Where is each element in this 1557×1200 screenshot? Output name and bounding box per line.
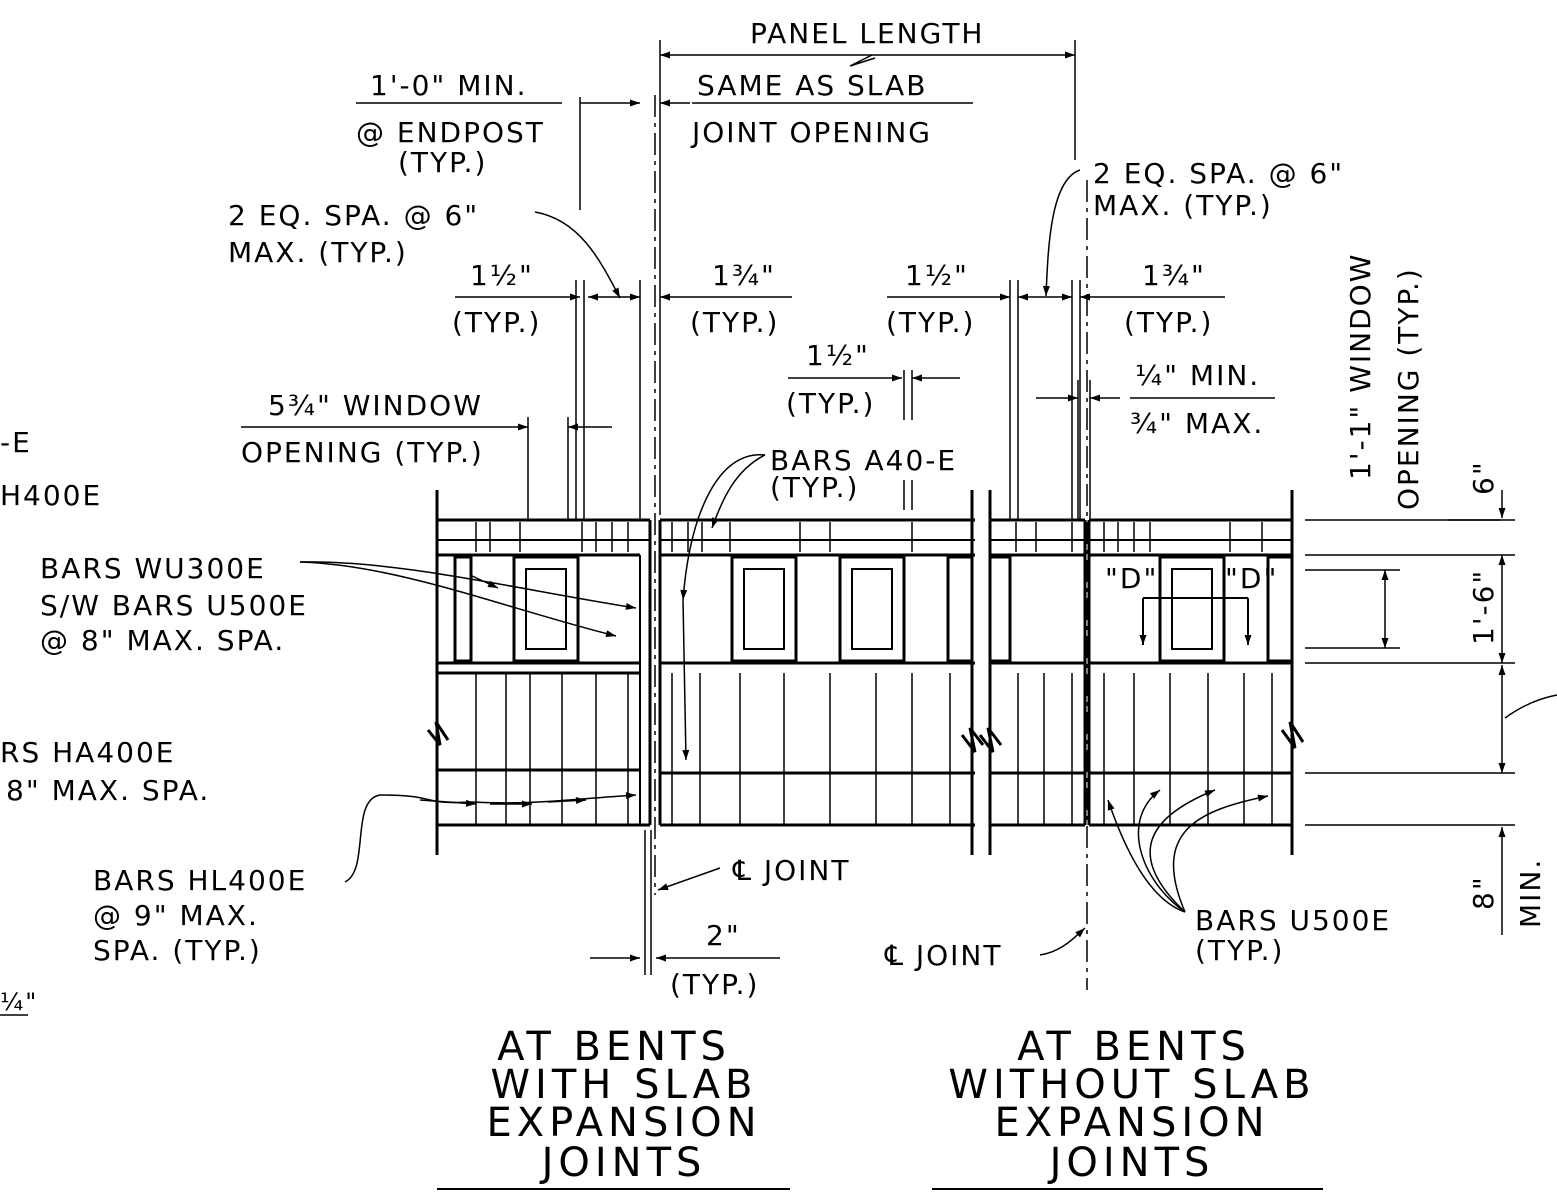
panel-length-dimension	[356, 40, 1076, 515]
title-right-line-3: EXPANSION	[994, 1100, 1269, 1146]
opening-typ-label: OPENING (TYP.)	[241, 436, 484, 469]
at-endpost-label: @ ENDPOST	[356, 116, 545, 149]
window-height-label: 1'-1" WINDOW	[1344, 253, 1377, 480]
one-half-1-label: 1½"	[470, 259, 534, 292]
two-in-typ-label: (TYP.)	[670, 968, 759, 1001]
break-lines	[426, 721, 1305, 753]
title-right-line-2: WITHOUT SLAB	[948, 1062, 1315, 1108]
max-typ-right-label: MAX. (TYP.)	[1093, 189, 1273, 222]
spa-typ-label: SPA. (TYP.)	[93, 934, 262, 967]
typ-4-label: (TYP.)	[1124, 306, 1213, 339]
bars-wu300e-label: BARS WU300E	[40, 552, 266, 585]
left-e-label: -E	[0, 426, 32, 459]
title-left-line-2: WITH SLAB	[491, 1062, 758, 1108]
section-d-markers	[1139, 597, 1252, 645]
title-left-line-1: AT BENTS	[497, 1024, 731, 1070]
title-left-line-4: JOINTS	[539, 1140, 707, 1186]
bars-u500e-typ-label: (TYP.)	[1195, 934, 1284, 967]
window-width-label: 5¾" WINDOW	[268, 389, 483, 422]
bar-spacing-dimensions	[241, 280, 1275, 962]
bars-ha400e-label: RS HA400E	[0, 736, 175, 769]
leader-lines	[299, 169, 1269, 956]
one-half-2-label: 1½"	[905, 259, 969, 292]
max-typ-left-label: MAX. (TYP.)	[228, 236, 408, 269]
three-quarter-2-label: 1¾"	[1142, 259, 1206, 292]
joint-opening-label: JOINT OPENING	[690, 116, 932, 149]
window-height-opening-label: OPENING (TYP.)	[1392, 267, 1425, 510]
three-quarter-1-label: 1¾"	[712, 259, 776, 292]
title-right: AT BENTS WITHOUT SLAB EXPANSION JOINTS	[948, 1024, 1315, 1186]
rail-panel-middle	[658, 490, 992, 855]
quarter-min-label: ¼" MIN.	[1135, 359, 1260, 392]
typ-2-label: (TYP.)	[690, 306, 779, 339]
cl-joint-right-label: ℄ JOINT	[884, 939, 1002, 972]
sw-bars-u500e-label: S/W BARS U500E	[40, 589, 308, 622]
typ-1-label: (TYP.)	[452, 306, 541, 339]
rail-panel-left	[435, 490, 652, 855]
panel-length-label: PANEL LENGTH	[750, 17, 984, 50]
same-as-slab-label: SAME AS SLAB	[697, 69, 927, 102]
left-frac-label: ¼"	[0, 988, 38, 1016]
two-eq-spa-left-label: 2 EQ. SPA. @ 6"	[228, 199, 479, 232]
bars-hl400e-label: BARS HL400E	[93, 864, 307, 897]
bars-a40e-typ-label: (TYP.)	[770, 471, 859, 504]
vertical-bars	[475, 522, 1273, 825]
window-openings	[453, 555, 1294, 663]
two-in-label: 2"	[706, 919, 741, 952]
right-dimensions	[1305, 490, 1557, 935]
bars-a40e-label: BARS A40-E	[770, 444, 957, 477]
title-left-line-3: EXPANSION	[486, 1100, 761, 1146]
cl-joint-left-label: ℄ JOINT	[732, 854, 850, 887]
one-foot-min-label: 1'-0" MIN.	[370, 69, 527, 102]
bars-u500e-label: BARS U500E	[1195, 904, 1391, 937]
dim-1-6-label: 1'-6"	[1467, 569, 1500, 645]
title-left: AT BENTS WITH SLAB EXPANSION JOINTS	[486, 1024, 761, 1186]
min-label: MIN.	[1514, 858, 1547, 928]
title-right-line-1: AT BENTS	[1017, 1024, 1251, 1070]
d-marker-right: "D"	[1225, 562, 1278, 595]
title-right-line-4: JOINTS	[1047, 1140, 1215, 1186]
at-9-max-label: @ 9" MAX.	[93, 899, 259, 932]
one-half-3-label: 1½"	[806, 339, 870, 372]
two-eq-spa-right-label: 2 EQ. SPA. @ 6"	[1093, 157, 1344, 190]
dim-6-label: 6"	[1467, 460, 1500, 495]
joint-centerlines	[644, 95, 1088, 990]
typ-5-label: (TYP.)	[786, 387, 875, 420]
endpost-typ-label: (TYP.)	[398, 146, 487, 179]
ha-8-max-spa-label: 8" MAX. SPA.	[6, 774, 210, 807]
left-h400e-label: H400E	[0, 479, 102, 512]
at-8-max-spa-label: @ 8" MAX. SPA.	[40, 624, 285, 657]
three-quarter-max-label: ¾" MAX.	[1130, 407, 1264, 440]
dim-8-label: 8"	[1467, 875, 1500, 910]
d-marker-left: "D"	[1105, 562, 1158, 595]
typ-3-label: (TYP.)	[886, 306, 975, 339]
